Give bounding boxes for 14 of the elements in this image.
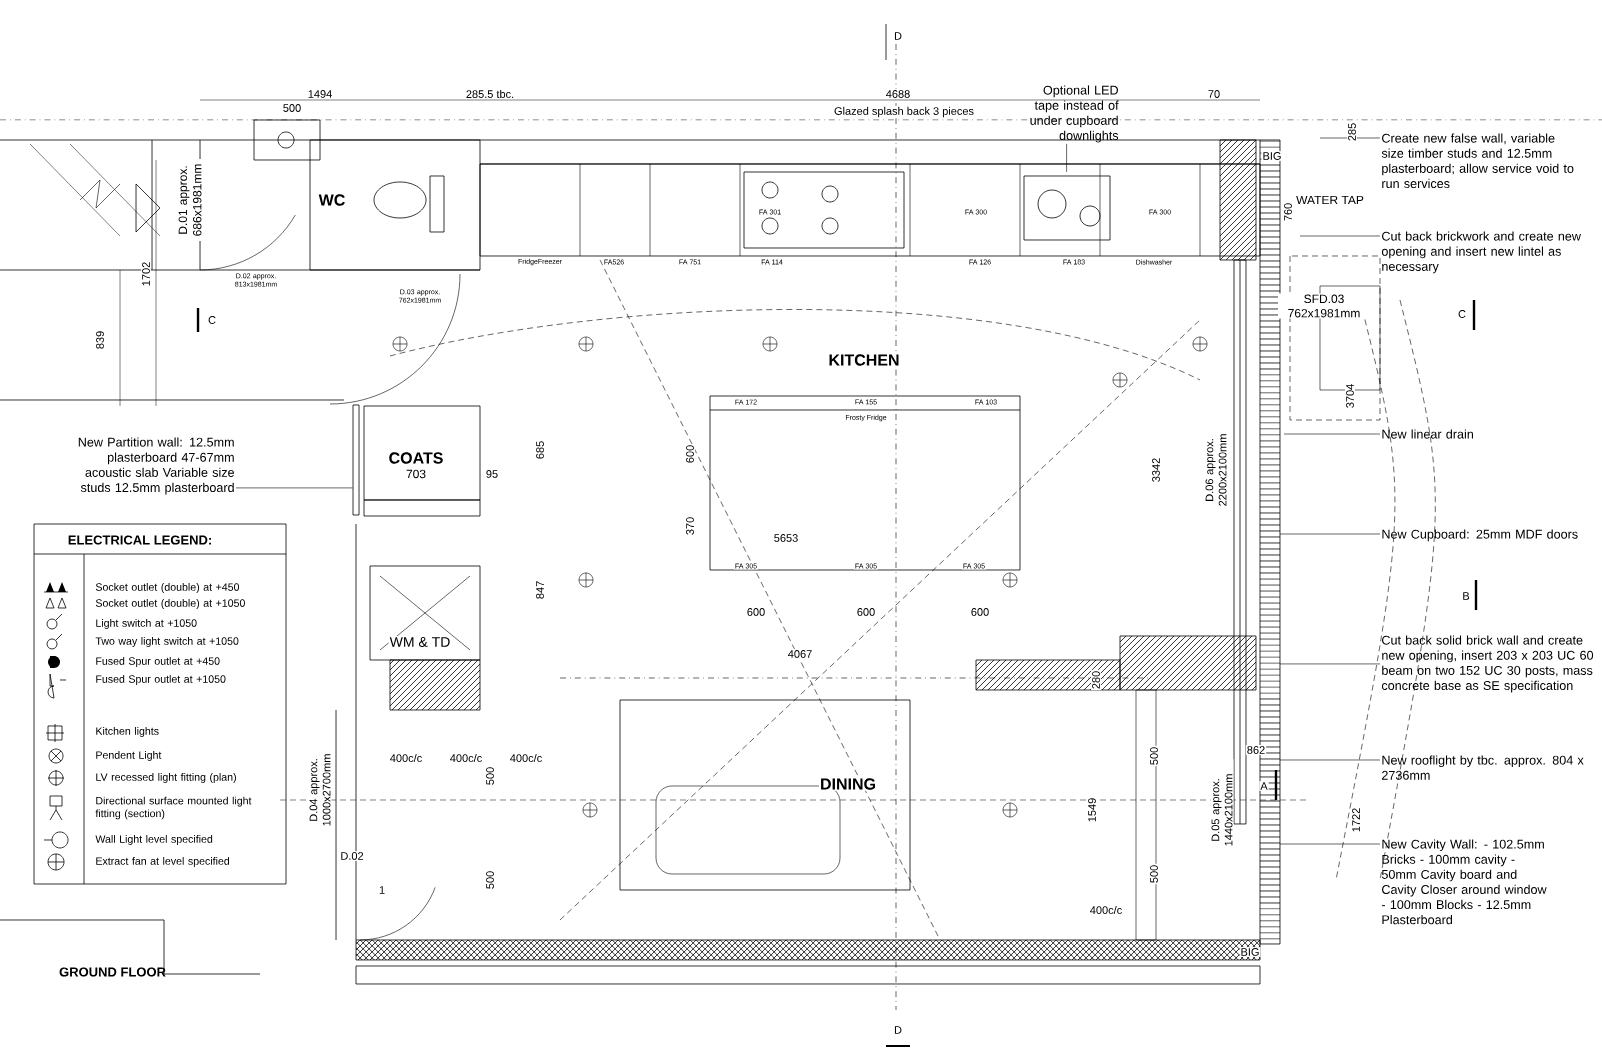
leader-line (1279, 843, 1381, 845)
leader-line (1066, 143, 1067, 173)
room-name: WC (317, 193, 347, 207)
room-name: KITCHEN (827, 353, 901, 367)
leader-line (1279, 663, 1381, 665)
room-name: DINING (819, 777, 877, 791)
room-name: COATS (387, 451, 445, 465)
leader-line (1279, 533, 1381, 535)
leader-line (1283, 433, 1381, 435)
leader-line (1319, 137, 1381, 139)
leader-line (1279, 759, 1381, 761)
leader-line (235, 487, 353, 489)
leader-line (1299, 235, 1381, 237)
partition-wall (352, 404, 360, 516)
